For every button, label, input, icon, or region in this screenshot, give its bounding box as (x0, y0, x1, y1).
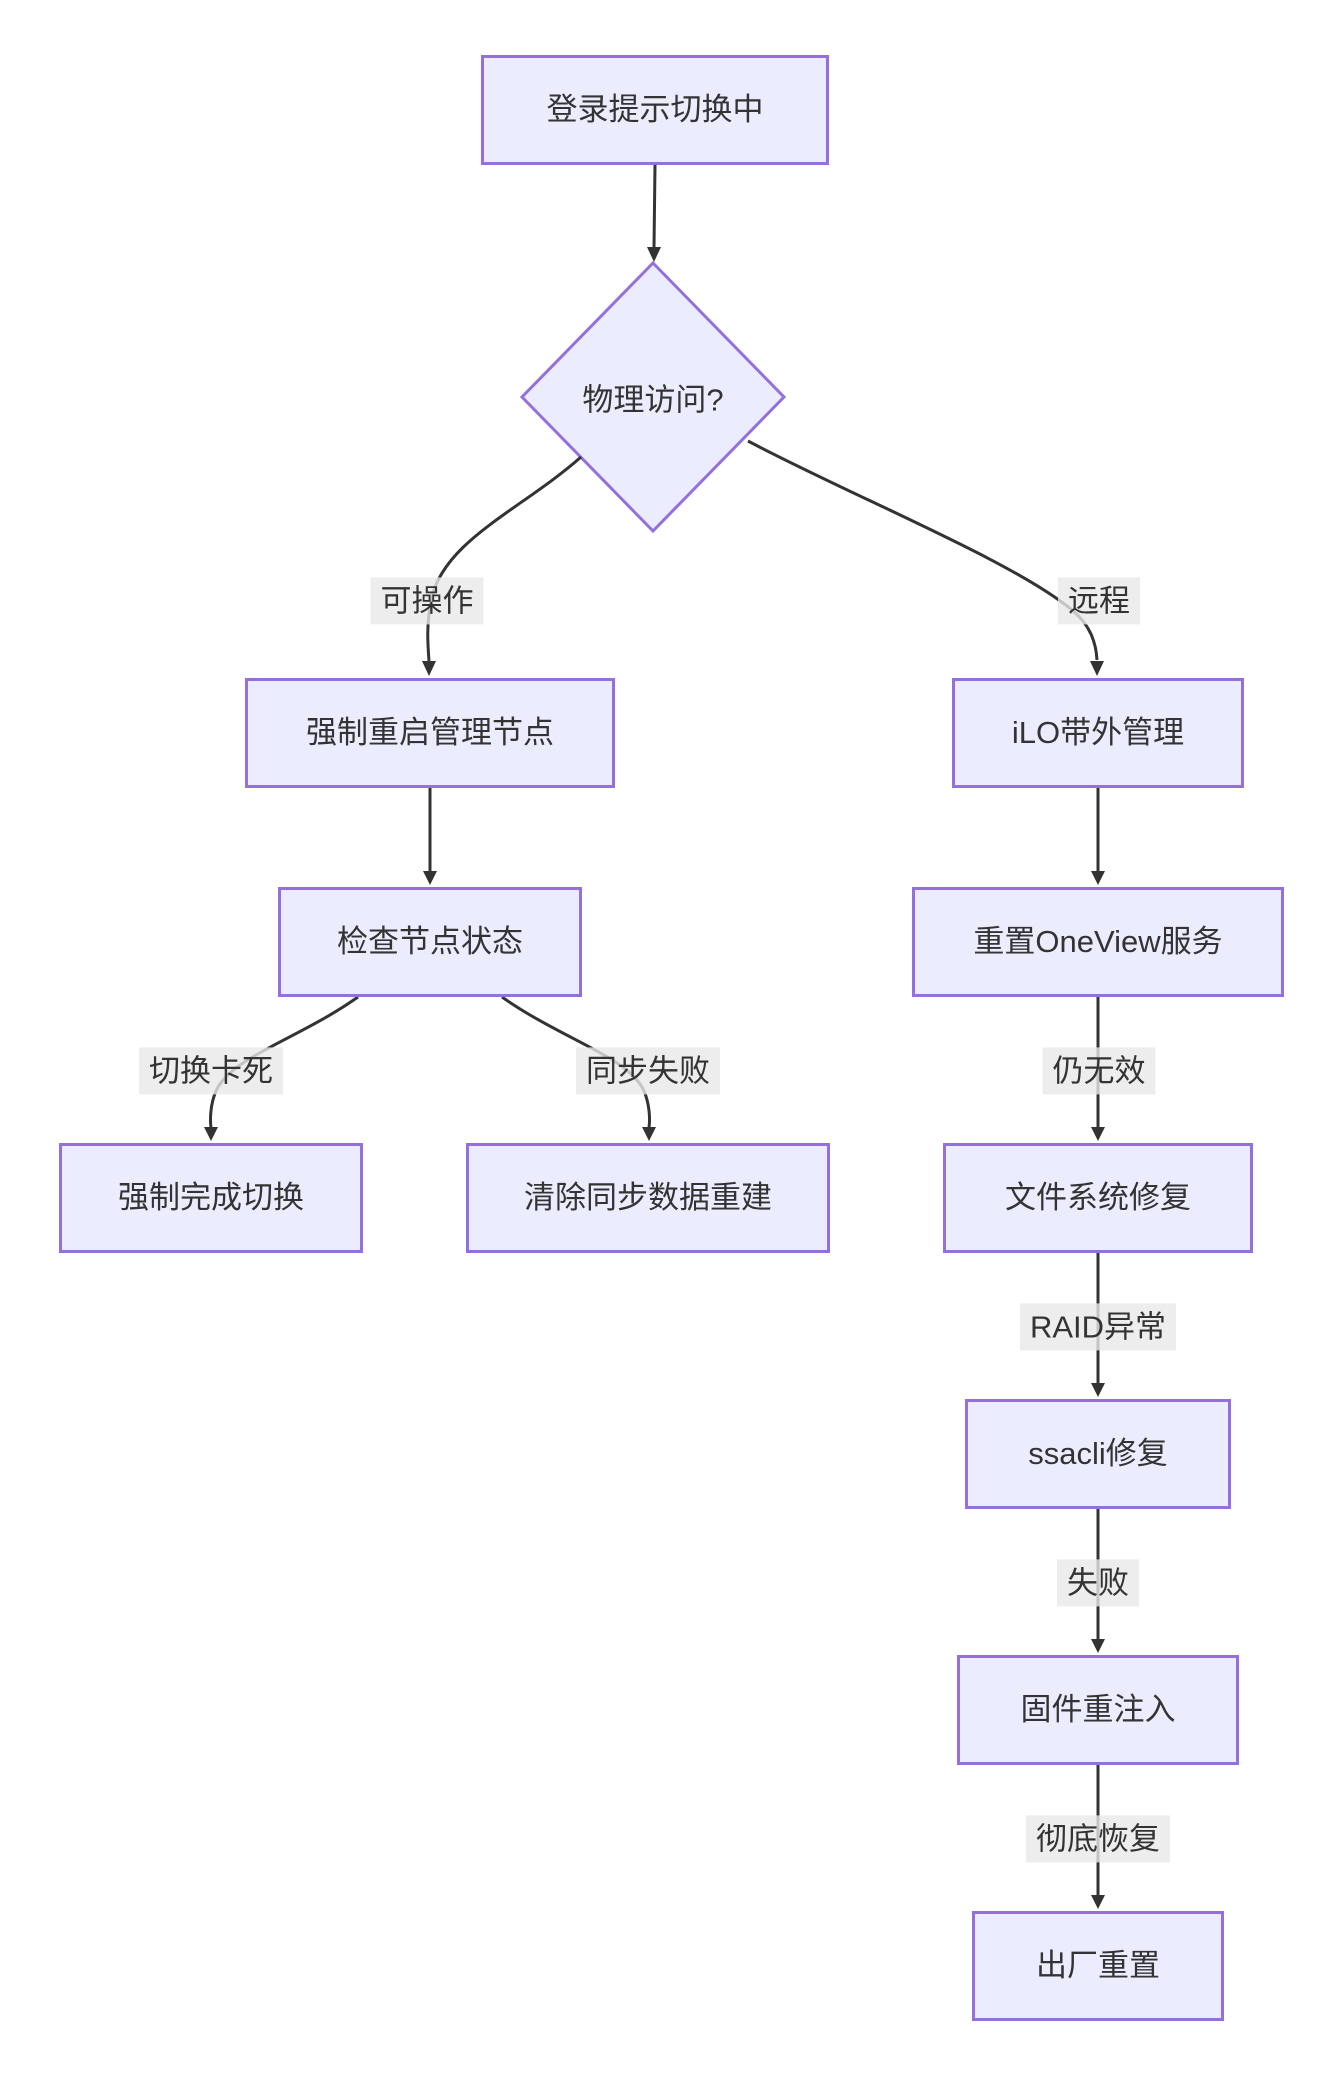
edge-label-switch-stuck: 切换卡死 (139, 1047, 283, 1095)
node-reset-oneview-service: 重置OneView服务 (912, 887, 1284, 997)
node-login-prompt-switching: 登录提示切换中 (481, 55, 829, 165)
edge-label-remote: 远程 (1058, 577, 1140, 625)
arrowhead-icon (204, 1127, 218, 1141)
node-ssacli-repair: ssacli修复 (965, 1399, 1231, 1509)
edge-label-full-recovery: 彻底恢复 (1026, 1815, 1170, 1863)
edge-label-raid-abnormal: RAID异常 (1019, 1303, 1177, 1351)
edge-label-still-ineffective: 仍无效 (1042, 1047, 1156, 1095)
edge-label-failed: 失败 (1057, 1559, 1139, 1607)
edge-decision-to-ilo (747, 439, 1099, 661)
edge-label-operable: 可操作 (370, 577, 484, 625)
arrowhead-icon (1091, 1895, 1105, 1909)
node-ilo-oob-management: iLO带外管理 (952, 678, 1244, 788)
arrowhead-icon (1091, 1639, 1105, 1653)
node-check-node-status: 检查节点状态 (278, 887, 582, 997)
node-filesystem-repair: 文件系统修复 (943, 1143, 1253, 1253)
node-factory-reset: 出厂重置 (972, 1911, 1224, 2021)
edge-login-to-decision (652, 164, 657, 249)
arrowhead-icon (1091, 871, 1105, 885)
node-force-restart-mgmt-node: 强制重启管理节点 (245, 678, 615, 788)
edge-label-sync-failed: 同步失败 (576, 1047, 720, 1095)
decision-diamond-shape (519, 260, 787, 534)
arrowhead-icon (642, 1127, 656, 1141)
decision-physical-access: 物理访问? (582, 382, 724, 418)
arrowhead-icon (1090, 661, 1104, 676)
node-clear-sync-data-rebuild: 清除同步数据重建 (466, 1143, 830, 1253)
arrowhead-icon (1091, 1383, 1105, 1397)
arrowhead-icon (422, 661, 436, 676)
arrowhead-icon (423, 871, 437, 885)
node-force-complete-switchover: 强制完成切换 (59, 1143, 363, 1253)
node-firmware-reinject: 固件重注入 (957, 1655, 1239, 1765)
arrowhead-icon (1091, 1127, 1105, 1141)
edge-decision-to-force-restart (426, 455, 582, 662)
arrowhead-icon (647, 247, 661, 262)
